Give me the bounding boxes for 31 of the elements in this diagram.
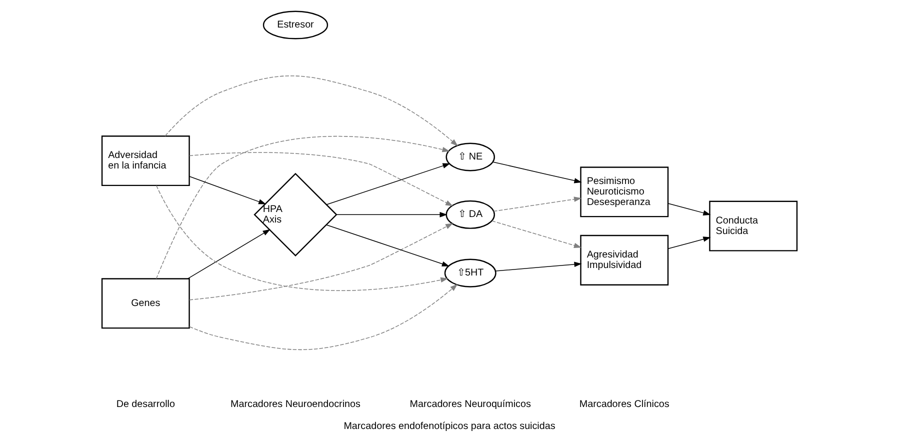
label: De desarrollo (116, 398, 174, 410)
arrow (492, 162, 582, 184)
node-box: Conducta Suicida (708, 200, 798, 252)
arrow (326, 163, 450, 205)
arrow (492, 196, 582, 212)
arrow (188, 223, 453, 300)
label: Marcadores Neuroquímicos (409, 398, 530, 410)
label: Marcadores Neuroendocrinos (230, 398, 360, 410)
label: Marcadores Clínicos (578, 398, 669, 410)
node-ellipse: ⇧5HT (444, 258, 496, 288)
caption: Marcadores endofenotípicos para actos suicidas (343, 420, 555, 432)
node-box: Adversidad en la infancia (100, 136, 190, 186)
node-box: Pesimismo Neuroticismo Desesperanza (580, 166, 668, 218)
arrow (667, 236, 710, 249)
arrow (336, 212, 447, 218)
arrow (491, 220, 582, 248)
arrow (156, 185, 448, 291)
node-ellipse: Estresor (262, 10, 328, 40)
arrow (155, 136, 450, 280)
node-box: Agresividad Impulsividad (580, 234, 668, 286)
arrow (494, 262, 582, 272)
arrow (164, 76, 458, 146)
arrow (188, 284, 458, 350)
arrow (186, 229, 270, 280)
node-box: Genes (100, 278, 190, 329)
arrow (188, 176, 266, 204)
arrow (326, 224, 450, 266)
arrow (667, 203, 710, 216)
node-ellipse: ⇧ NE (445, 142, 494, 172)
arrow (188, 152, 453, 206)
node-diamond: HPA Axis (253, 172, 337, 256)
